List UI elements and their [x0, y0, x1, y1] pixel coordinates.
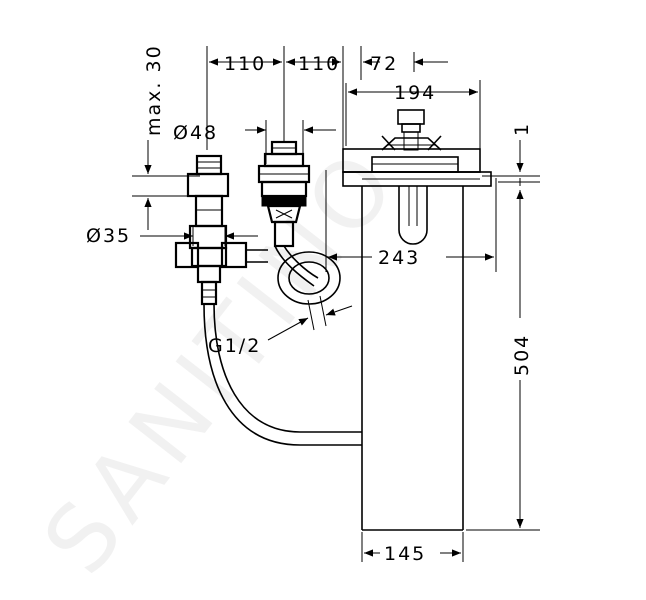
dim-110-right: 110	[298, 53, 340, 75]
dim-72: 72	[370, 53, 398, 75]
dim-194: 194	[394, 82, 436, 104]
mounting-body	[342, 148, 492, 531]
dim-g12: G1/2	[208, 335, 261, 357]
dim-110-left: 110	[224, 53, 266, 75]
dim-max-30: max. 30	[143, 44, 165, 136]
dim-1: 1	[511, 122, 533, 136]
dimension-lines	[132, 46, 540, 562]
dim-145: 145	[384, 543, 426, 565]
dim-diameter-48: Ø48	[173, 122, 218, 144]
dim-diameter-35: Ø35	[86, 225, 131, 247]
hose	[203, 303, 362, 446]
dim-504: 504	[511, 334, 533, 376]
dimension-labels: 110 110 72 194 max. 30 Ø48 1 Ø35 243 G1/…	[86, 44, 533, 565]
dim-243: 243	[378, 247, 420, 269]
spout-top	[381, 109, 442, 151]
